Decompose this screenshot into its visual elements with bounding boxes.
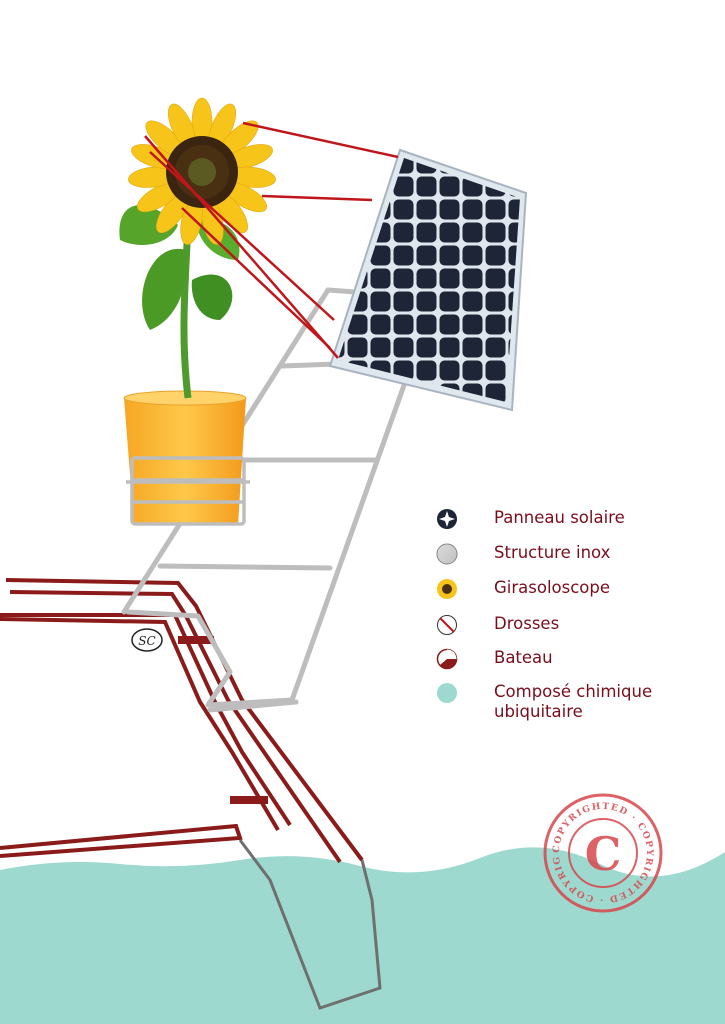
legend-label-steel-structure: Structure inox: [494, 543, 611, 562]
legend-label-solar-panel: Panneau solaire: [494, 508, 625, 527]
solar-panel: [328, 148, 528, 412]
stamp-ring-text: COPYRIGHTED · COPYRIGHTED · COPYRIGHTED …: [0, 0, 653, 904]
steel-structure-icon: [436, 543, 458, 565]
legend-label-drosses: Drosses: [494, 614, 560, 633]
boat: [0, 578, 364, 864]
legend-item-steel-structure: Structure inox: [436, 543, 610, 565]
boat-keel: [238, 839, 382, 1010]
svg-text:COPYRIGHTED · COPYRIGHTED · CO: COPYRIGHTED · COPYRIGHTED · COPYRIGHTED …: [0, 0, 653, 904]
boat-logo-text: SC: [138, 634, 155, 648]
drosses-icon: [437, 615, 457, 635]
copyright-stamp: COPYRIGHTED · COPYRIGHTED · COPYRIGHTED …: [0, 0, 663, 913]
chemical-compound-icon: [437, 683, 457, 703]
boat-logo: SC: [131, 628, 163, 652]
legend-label-boat: Bateau: [494, 648, 553, 667]
solar-panel-icon: [437, 509, 457, 529]
legend-item-boat: Bateau: [436, 648, 553, 670]
boat-icon: [436, 648, 458, 670]
sunflower-icon: [437, 579, 457, 599]
legend-label-chemical-compound: Composé chimique ubiquitaire: [494, 682, 653, 721]
legend-item-drosses: Drosses: [436, 614, 559, 636]
legend-label-sunflower: Girasoloscope: [494, 578, 611, 597]
flower-pot: [123, 390, 250, 526]
drosses: [144, 121, 399, 359]
legend-item-solar-panel: Panneau solaire: [436, 508, 625, 530]
legend-item-sunflower: Girasoloscope: [436, 578, 610, 600]
stamp-letter: C: [585, 827, 622, 881]
water: [0, 847, 725, 1024]
sunflower: [119, 97, 276, 399]
legend-item-chemical-compound: Composé chimique ubiquitaire: [436, 682, 652, 722]
